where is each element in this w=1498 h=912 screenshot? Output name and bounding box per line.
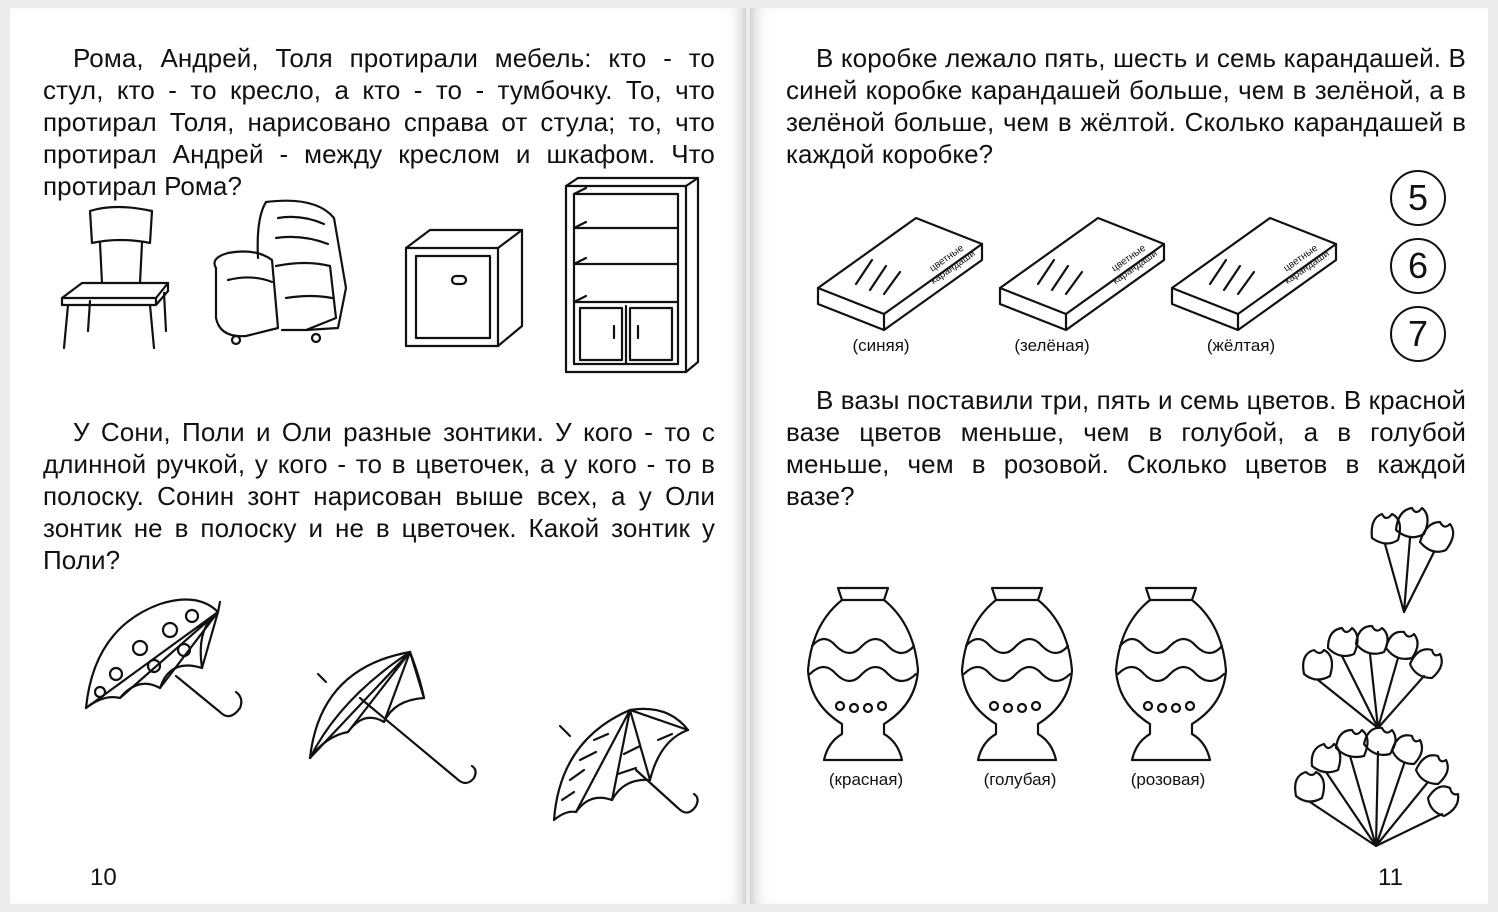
vase-red [806, 586, 920, 762]
box-label-yellow: (жёлтая) [1206, 336, 1276, 355]
long-handle-umbrella-illustration [308, 650, 477, 785]
number-choice-7: 7 [1390, 306, 1446, 362]
tulip-bunch-3 [1370, 506, 1455, 614]
page-number: 10 [90, 864, 117, 891]
flower-umbrella-illustration [84, 598, 243, 718]
tulip-bunch-5 [1302, 624, 1443, 730]
box-label-blue: (синяя) [852, 336, 910, 355]
vase-label-blue: (голубая) [983, 770, 1057, 789]
pencil-box-blue [816, 216, 984, 332]
pencil-task-text: В коробке лежало пять, шесть и семь кара… [786, 43, 1466, 169]
chair-illustration [60, 205, 170, 350]
vase-task-text: В вазы поставили три, пять и семь цветов… [786, 385, 1466, 511]
pencil-box-yellow [1170, 216, 1338, 332]
bookcase-illustration [564, 176, 700, 374]
pencil-box-green [998, 216, 1166, 332]
armchair-illustration [213, 199, 348, 346]
page-number: 11 [1378, 864, 1403, 891]
right-page: В коробке лежало пять, шесть и семь кара… [750, 8, 1488, 904]
tulip-bunch-7 [1294, 726, 1460, 848]
number-choice-5: 5 [1390, 170, 1446, 226]
umbrella-task-text: У Сони, Поли и Оли разные зонтики. У ког… [43, 417, 715, 575]
furniture-task-text: Рома, Андрей, Толя протирали мебель: кто… [43, 43, 715, 201]
nightstand-illustration [404, 228, 524, 348]
box-label-green: (зелёная) [1014, 336, 1090, 355]
vase-label-pink: (розовая) [1130, 770, 1206, 789]
vase-label-red: (красная) [828, 770, 904, 789]
striped-umbrella-illustration [552, 707, 699, 822]
vase-blue [960, 586, 1074, 762]
vase-pink [1114, 586, 1228, 762]
left-page: Рома, Андрей, Толя протирали мебель: кто… [10, 8, 746, 904]
number-choice-6: 6 [1390, 238, 1446, 294]
